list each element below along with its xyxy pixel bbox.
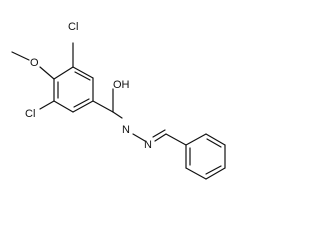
bond-o-ch3 bbox=[11, 51, 30, 61]
bond-ring1-d-inner bbox=[73, 98, 90, 108]
bond-ring1-b bbox=[72, 66, 94, 79]
atom-cl-top: Cl bbox=[68, 21, 78, 33]
atom-oh-carbonyl: OH bbox=[113, 79, 130, 91]
atom-o-methoxy: O bbox=[30, 57, 39, 69]
bonds bbox=[11, 42, 226, 180]
bond-ch-phenyl bbox=[165, 133, 187, 146]
bond-c-o-methoxy bbox=[39, 66, 55, 80]
atom-n2: N bbox=[144, 139, 152, 151]
bond-ring1-a bbox=[53, 66, 74, 80]
bond-ring1-b-inner bbox=[74, 71, 91, 81]
bond-ring2-a bbox=[185, 133, 207, 146]
bond-n1-n2 bbox=[132, 133, 146, 142]
bond-n2-ch-b bbox=[152, 129, 166, 138]
atom-cl-bottom: Cl bbox=[25, 108, 35, 120]
bond-ring2-d bbox=[205, 167, 226, 180]
atom-n1: N bbox=[122, 124, 130, 136]
bond-ring1-d bbox=[72, 100, 94, 113]
molecule-structure: Cl O Cl OH N N bbox=[11, 21, 226, 180]
bond-ring2-d-inner bbox=[205, 165, 222, 175]
bond-ring2-e bbox=[185, 167, 207, 180]
bond-carbonyl-n1 bbox=[112, 111, 123, 119]
bond-ring-to-carbonyl bbox=[92, 100, 114, 113]
bond-n2-ch-a bbox=[154, 133, 167, 142]
bond-ring2-b-inner bbox=[206, 138, 222, 148]
bond-ring2-b bbox=[205, 133, 226, 146]
bond-ring1-e bbox=[53, 100, 74, 113]
atom-labels: Cl O Cl OH N N bbox=[25, 21, 152, 151]
bond-c-cl-bottom bbox=[39, 100, 55, 110]
